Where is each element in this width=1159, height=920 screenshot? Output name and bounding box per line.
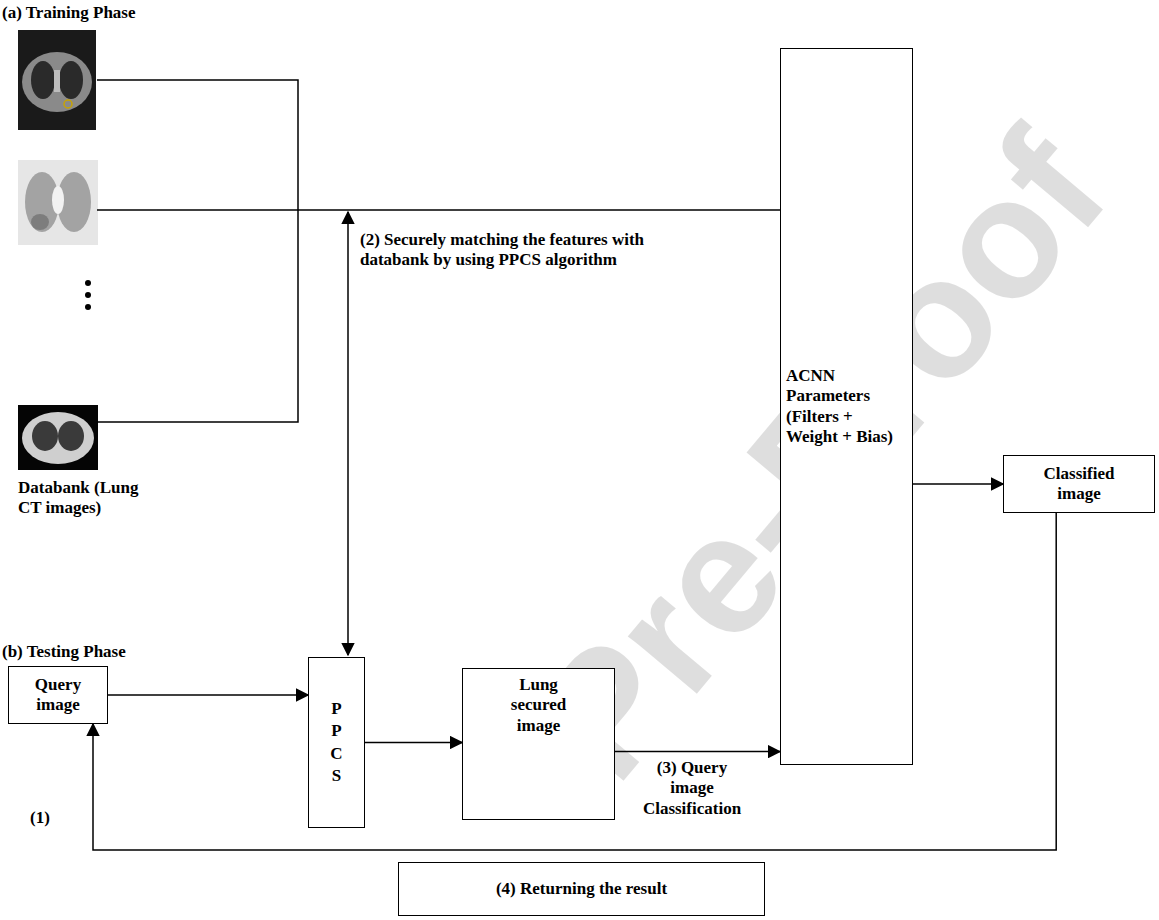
- image-box: Lung secured image: [462, 668, 615, 820]
- algorithm-box: PPCS: [308, 657, 365, 828]
- parameter-box: ACNN Parameters (Filters + Weight + Bias…: [780, 48, 913, 765]
- ct-image: [18, 405, 98, 470]
- box-text: Lung secured image: [494, 675, 584, 736]
- box-text: PPCS: [328, 698, 345, 786]
- ellipsis-dots: [85, 280, 91, 310]
- result-box: (4) Returning the result: [398, 862, 765, 916]
- step-note: (3) Query image Classification: [636, 758, 748, 819]
- ct-image: [18, 30, 96, 130]
- box-text: Query image: [27, 675, 89, 716]
- flow-arrow: [913, 483, 1003, 485]
- step-note: (2) Securely matching the features with …: [360, 230, 660, 271]
- box-text: Classified image: [1024, 464, 1134, 505]
- ct-image: [18, 160, 98, 245]
- databank-line: [97, 209, 780, 211]
- databank-line: [97, 80, 298, 422]
- box-text: (4) Returning the result: [496, 879, 667, 899]
- flow-arrow: [615, 751, 780, 753]
- databank-caption: Databank (Lung CT images): [18, 478, 158, 519]
- phase-heading: (b) Testing Phase: [2, 642, 222, 662]
- phase-heading: (a) Training Phase: [2, 3, 222, 23]
- input-box: Query image: [8, 666, 108, 724]
- box-text: ACNN Parameters (Filters + Weight + Bias…: [786, 366, 907, 448]
- flow-arrow: [108, 694, 308, 696]
- matching-arrow: [347, 212, 349, 655]
- output-box: Classified image: [1003, 455, 1155, 513]
- callout-number: (1): [30, 808, 70, 828]
- flow-arrow: [365, 742, 462, 744]
